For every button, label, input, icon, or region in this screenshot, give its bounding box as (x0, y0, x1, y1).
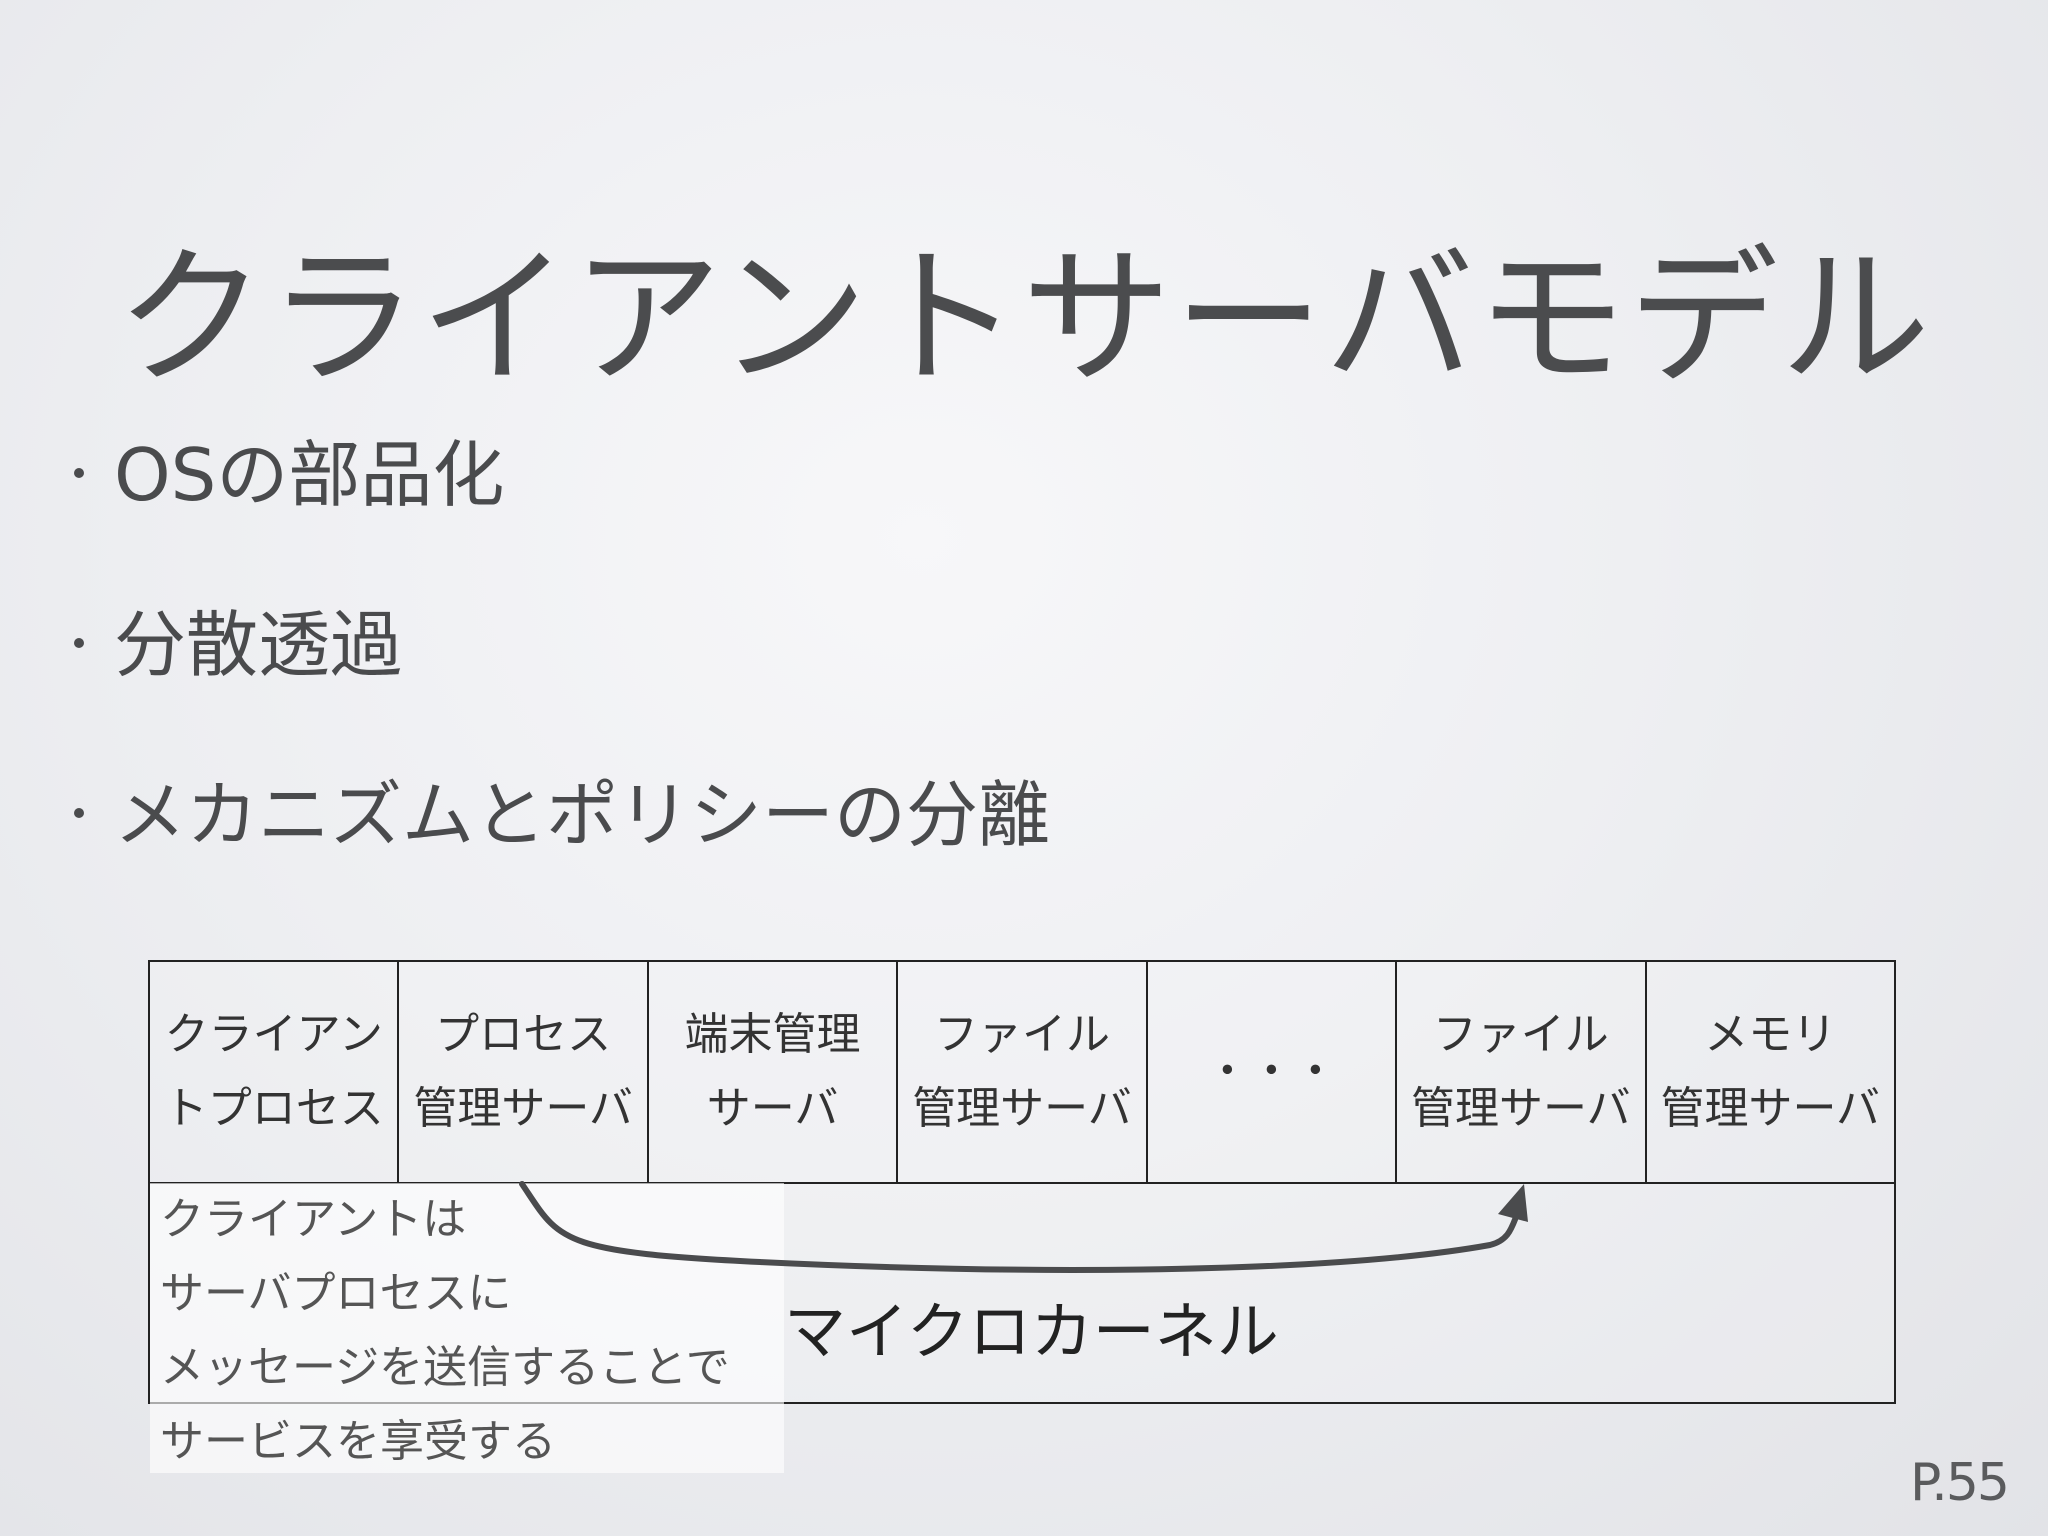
bullet-dot-icon (74, 638, 84, 648)
explanation-note: クライアントは サーバプロセスに メッセージを送信することで サービスを享受する (150, 1183, 784, 1473)
server-label: クライアン (164, 1009, 383, 1060)
bullet-item: 分散透過 (70, 590, 1050, 760)
microkernel-label: マイクロカーネル (784, 1295, 1279, 1368)
ellipsis-label: ・・・ (1205, 1046, 1338, 1097)
bullet-text: OSの部品化 (114, 433, 505, 517)
server-label: 管理サーバ (912, 1083, 1132, 1134)
page-number: P.55 (1910, 1453, 2010, 1513)
bullet-list: OSの部品化 分散透過 メカニズムとポリシーの分離 (70, 420, 1050, 930)
server-cell-process-manager: プロセス 管理サーバ (399, 962, 649, 1182)
server-label: メモリ (1704, 1009, 1837, 1060)
bullet-dot-icon (74, 468, 84, 478)
server-cell-file-manager: ファイル 管理サーバ (898, 962, 1148, 1182)
server-label: サーバ (706, 1083, 839, 1134)
bullet-item: メカニズムとポリシーの分離 (70, 760, 1050, 930)
server-cell-ellipsis: ・・・ (1148, 962, 1398, 1182)
server-label: 管理サーバ (1411, 1083, 1631, 1134)
server-label: ファイル (1432, 1009, 1609, 1060)
bullet-item: OSの部品化 (70, 420, 1050, 590)
note-line: サーバプロセスに (160, 1268, 512, 1319)
server-label: ファイル (933, 1009, 1110, 1060)
bullet-text: メカニズムとポリシーの分離 (114, 773, 1051, 857)
slide-title: クライアントサーバモデル (115, 231, 1933, 406)
server-label: 管理サーバ (1660, 1083, 1881, 1134)
server-cell-file-manager-2: ファイル 管理サーバ (1397, 962, 1647, 1182)
server-cell-client-process: クライアン トプロセス (150, 962, 400, 1182)
server-row: クライアン トプロセス プロセス 管理サーバ 端末管理 サーバ ファイル 管理サ… (150, 962, 1894, 1184)
server-cell-terminal-manager: 端末管理 サーバ (649, 962, 899, 1182)
note-line: メッセージを送信することで (160, 1342, 730, 1393)
server-cell-memory-manager: メモリ 管理サーバ (1647, 962, 1894, 1182)
server-label: 端末管理 (684, 1009, 861, 1060)
server-label: トプロセス (163, 1083, 384, 1134)
note-line: クライアントは (160, 1194, 467, 1245)
server-label: 管理サーバ (413, 1083, 633, 1134)
bullet-text: 分散透過 (114, 603, 403, 687)
server-label: プロセス (435, 1009, 612, 1060)
bullet-dot-icon (74, 808, 84, 818)
note-line: サービスを享受する (160, 1416, 556, 1467)
